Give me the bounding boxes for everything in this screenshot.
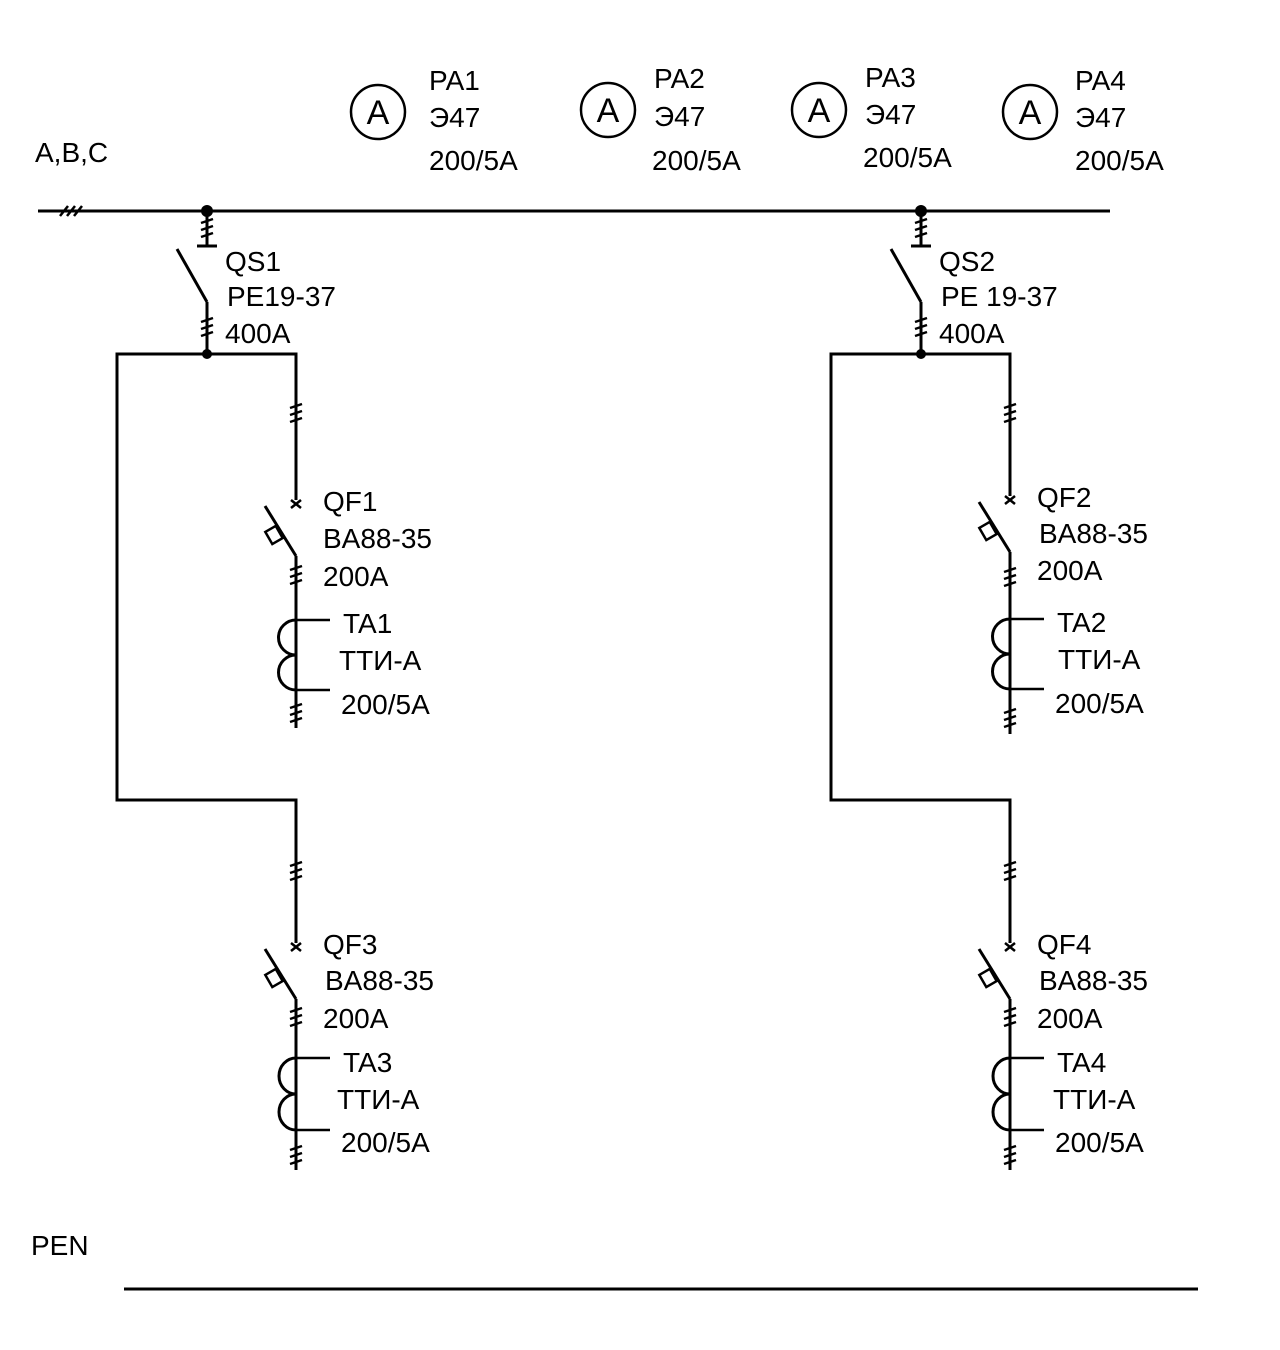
ammeter-icon	[579, 81, 637, 139]
triple-tick-mark	[289, 402, 303, 424]
transformer-type: ТТИ-А	[339, 645, 422, 676]
transformer-winding-icon	[991, 1056, 1011, 1132]
ammeter-rating: 200/5A	[652, 145, 741, 176]
breaker-qf1: QF1 BA88-35 200A	[263, 486, 432, 728]
triple-tick-mark	[914, 217, 928, 239]
ammeter-type: Э47	[429, 102, 480, 133]
transformer-winding-icon	[277, 1056, 297, 1132]
breaker-type: BA88-35	[325, 965, 434, 996]
breaker-name: QF3	[323, 929, 377, 960]
switch-type: PE 19-37	[941, 281, 1058, 312]
triple-tick-mark	[289, 1144, 303, 1166]
ammeter-pa1: A PA1 Э47 200/5A	[349, 65, 518, 176]
transformer-type: ТТИ-А	[1058, 644, 1141, 675]
triple-tick-mark	[1003, 1006, 1017, 1028]
current-transformer-ta2: TA2 ТТИ-А 200/5A	[991, 607, 1144, 729]
breaker-type: BA88-35	[1039, 965, 1148, 996]
switch-type: PE19-37	[227, 281, 336, 312]
triple-tick-mark	[200, 316, 214, 338]
ammeter-icon	[1001, 83, 1059, 141]
current-transformer-ta4: TA4 ТТИ-А 200/5A	[991, 1047, 1144, 1166]
ammeter-rating: 200/5A	[1075, 145, 1164, 176]
switch-blade	[889, 248, 923, 303]
triple-tick-mark	[200, 217, 214, 239]
switch-rating: 400A	[225, 318, 291, 349]
transformer-rating: 200/5A	[1055, 1127, 1144, 1158]
breaker-type: BA88-35	[323, 523, 432, 554]
breaker-type: BA88-35	[1039, 518, 1148, 549]
triple-tick-mark	[289, 702, 303, 724]
ammeter-symbol: A	[367, 94, 390, 132]
ammeter-name: PA4	[1075, 65, 1126, 96]
ammeter-rating: 200/5A	[863, 142, 952, 173]
current-transformer-ta1: TA1 ТТИ-А 200/5A	[277, 608, 430, 724]
breaker-rating: 200A	[1037, 1003, 1103, 1034]
breaker-name: QF2	[1037, 482, 1091, 513]
triple-tick-mark	[289, 564, 303, 586]
transformer-name: TA1	[343, 608, 392, 639]
ammeter-icon	[349, 83, 407, 141]
transformer-winding-icon	[277, 618, 297, 692]
breaker-name: QF4	[1037, 929, 1091, 960]
triple-tick-mark	[1003, 402, 1017, 424]
breaker-qf2: QF2 BA88-35 200A	[977, 482, 1148, 734]
pen-label: PEN	[31, 1230, 89, 1261]
breaker-rating: 200A	[1037, 555, 1103, 586]
bus-label: A,B,C	[35, 137, 108, 168]
switch-name: QS1	[225, 246, 281, 277]
transformer-name: TA4	[1057, 1047, 1106, 1078]
triple-tick-mark	[289, 1006, 303, 1028]
transformer-rating: 200/5A	[341, 689, 430, 720]
transformer-name: TA2	[1057, 607, 1106, 638]
transformer-name: TA3	[343, 1047, 392, 1078]
ammeter-name: PA1	[429, 65, 480, 96]
ammeter-pa2: A PA2 Э47 200/5A	[579, 63, 741, 176]
transformer-winding-icon	[991, 617, 1011, 691]
breaker-qf3: QF3 BA88-35 200A	[263, 929, 434, 1170]
ammeter-name: PA2	[654, 63, 705, 94]
ammeter-name: PA3	[865, 62, 916, 93]
ammeter-type: Э47	[654, 101, 705, 132]
triple-tick-mark	[1003, 1144, 1017, 1166]
triple-tick-mark	[1003, 707, 1017, 729]
ammeter-type: Э47	[865, 99, 916, 130]
breaker-name: QF1	[323, 486, 377, 517]
switch-blade	[175, 248, 209, 303]
ammeter-icon	[790, 81, 848, 139]
breaker-rating: 200A	[323, 561, 389, 592]
ammeter-type: Э47	[1075, 102, 1126, 133]
bus-three-phase-mark	[59, 205, 83, 217]
feeder-left: QS1 PE19-37 400A QF1 BA88-35 200A	[115, 205, 434, 1170]
ammeter-pa3: A PA3 Э47 200/5A	[790, 62, 952, 173]
breaker-rating: 200A	[323, 1003, 389, 1034]
transformer-rating: 200/5A	[341, 1127, 430, 1158]
switch-rating: 400A	[939, 318, 1005, 349]
breaker-qf4: QF4 BA88-35 200A	[977, 929, 1148, 1170]
transformer-type: ТТИ-А	[1053, 1084, 1136, 1115]
feeder-right: QS2 PE 19-37 400A QF2 BA88-35 200A	[829, 205, 1148, 1170]
ammeter-rating: 200/5A	[429, 145, 518, 176]
triple-tick-mark	[1003, 566, 1017, 588]
ammeter-symbol: A	[1019, 94, 1042, 132]
triple-tick-mark	[914, 316, 928, 338]
current-transformer-ta3: TA3 ТТИ-А 200/5A	[277, 1047, 430, 1166]
transformer-rating: 200/5A	[1055, 688, 1144, 719]
ammeter-symbol: A	[808, 92, 831, 130]
ammeter-pa4: A PA4 Э47 200/5A	[1001, 65, 1164, 176]
switch-name: QS2	[939, 246, 995, 277]
ammeter-symbol: A	[597, 92, 620, 130]
transformer-type: ТТИ-А	[337, 1084, 420, 1115]
